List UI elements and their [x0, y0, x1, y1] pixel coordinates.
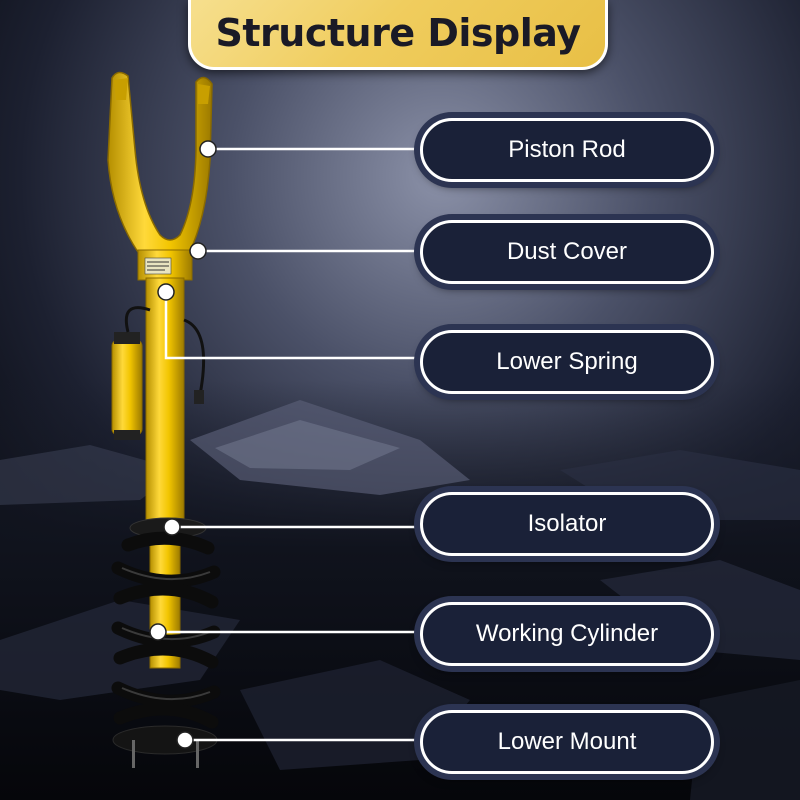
- callout-dot-working-cylinder: [149, 623, 167, 641]
- fork-eye-right: [198, 84, 210, 104]
- title-banner: Structure Display: [188, 0, 608, 70]
- air-hose: [124, 306, 151, 333]
- label-isolator: Isolator: [420, 492, 714, 556]
- label-lower-spring: Lower Spring: [420, 330, 714, 394]
- mount-stud: [132, 740, 135, 768]
- callout-dot-piston-rod: [199, 140, 217, 158]
- fork-eye-left: [114, 78, 128, 100]
- mount-stud: [196, 740, 199, 768]
- callout-dot-lower-mount: [176, 731, 194, 749]
- callout-dot-lower-spring: [157, 283, 175, 301]
- coil-spring: [111, 531, 221, 729]
- sensor-cable: [183, 318, 206, 396]
- label-lower-mount: Lower Mount: [420, 710, 714, 774]
- reservoir-cap: [114, 332, 140, 344]
- callout-line-lower-spring: [164, 292, 420, 360]
- label-working-cylinder: Working Cylinder: [420, 602, 714, 666]
- callout-dot-dust-cover: [189, 242, 207, 260]
- callout-dot-isolator: [163, 518, 181, 536]
- page-title: Structure Display: [215, 10, 581, 55]
- label-piston-rod: Piston Rod: [420, 118, 714, 182]
- main-cylinder: [145, 277, 185, 529]
- label-dust-cover: Dust Cover: [420, 220, 714, 284]
